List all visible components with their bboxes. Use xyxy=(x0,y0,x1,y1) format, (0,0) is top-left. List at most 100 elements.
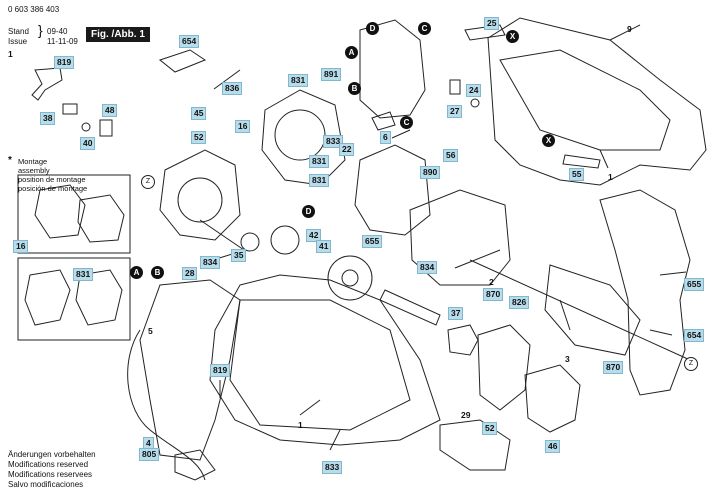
part-label-1-top: 1 xyxy=(608,172,613,182)
marker-x-top: X xyxy=(506,30,519,43)
marker-a-top: A xyxy=(345,46,358,59)
part-label-833: 834 xyxy=(200,256,221,269)
part-label-47: 48 xyxy=(102,104,118,117)
part-label-836: 870 xyxy=(483,288,504,301)
brace-glyph: } xyxy=(38,22,43,38)
part-label-891: 891 xyxy=(321,68,342,81)
inset-box-upper xyxy=(17,174,131,254)
part-27 xyxy=(449,79,461,95)
marker-d-top: D xyxy=(366,22,379,35)
footer-line: Modifications reserved xyxy=(8,460,89,469)
part-24 xyxy=(470,98,480,108)
part-label-655: 655 xyxy=(684,278,705,291)
spindle xyxy=(379,289,441,326)
part-label-4: 6 xyxy=(380,131,391,144)
housing-motor-section xyxy=(229,299,411,431)
part-label-816-inset: 831 xyxy=(73,268,94,281)
bearing-nut xyxy=(270,225,300,255)
inset-part-lower xyxy=(24,269,71,326)
cable-plug xyxy=(174,449,216,481)
marker-b-bottom: B xyxy=(151,266,164,279)
stand-value: 09-40 xyxy=(47,27,68,36)
part-label-22: 22 xyxy=(339,143,355,156)
montage-line: position de montage xyxy=(18,175,86,184)
part-label-16-top: 16 xyxy=(235,120,251,133)
part-label-826: 833 xyxy=(322,461,343,474)
montage-line: assembly xyxy=(18,166,50,175)
montage-line: posición de montage xyxy=(18,184,88,193)
part-label-40: 40 xyxy=(80,137,96,150)
part-label-54: 654 xyxy=(179,35,200,48)
part-54 xyxy=(158,49,207,73)
part-label-53: 55 xyxy=(569,168,585,181)
switch-module xyxy=(359,19,426,119)
part-label-29: 29 xyxy=(461,410,471,420)
marker-z-right: Z xyxy=(684,357,698,371)
inset-part-upper xyxy=(34,184,86,239)
part-label-42: 42 xyxy=(306,229,322,242)
part-label-37: 37 xyxy=(448,307,464,320)
part-label-1-bottom: 1 xyxy=(298,420,303,430)
housing-inner-outline xyxy=(499,49,671,151)
part-40 xyxy=(81,122,91,132)
part-39 xyxy=(62,103,78,115)
footer-line: Änderungen vorbehalten xyxy=(8,450,96,459)
part-label-25: 25 xyxy=(484,17,500,30)
part-label-834: 836 xyxy=(222,82,243,95)
part-38 xyxy=(31,67,63,101)
figure-label: Fig. /Abb. 1 xyxy=(86,27,150,42)
part-label-870: 870 xyxy=(603,361,624,374)
field-housing xyxy=(354,144,431,236)
issue-label: Issue xyxy=(8,37,28,46)
armature xyxy=(544,264,641,356)
part-label-38: 819 xyxy=(54,56,75,69)
footer-line: Modifications reservees xyxy=(8,470,93,479)
bushing xyxy=(447,324,479,356)
part-label: 1 xyxy=(8,49,13,59)
bearing xyxy=(240,232,260,252)
chuck xyxy=(524,364,581,433)
part-label-35: 35 xyxy=(231,249,247,262)
brush-plate-ring xyxy=(177,177,223,223)
part-label-9: 9 xyxy=(627,24,632,34)
inset-box-lower xyxy=(17,257,131,341)
part-label-816-mid: 831 xyxy=(309,155,330,168)
part-4 xyxy=(371,111,396,131)
brush-plate-mid xyxy=(261,89,346,186)
brush-plate-left xyxy=(159,149,241,241)
part-label-27: 27 xyxy=(447,105,463,118)
part-label-48: 52 xyxy=(191,131,207,144)
brush-plate-mid-ring xyxy=(274,109,326,161)
inset-part-upper-b xyxy=(77,194,125,243)
mains-cable xyxy=(127,329,206,481)
part-label-816-top: 831 xyxy=(288,74,309,87)
part-label-805: 805 xyxy=(139,448,160,461)
part-label-831: 834 xyxy=(417,261,438,274)
gear xyxy=(327,255,373,301)
part-label-45: 45 xyxy=(191,107,207,120)
montage-note: Montage assembly position de montage pos… xyxy=(18,157,87,193)
part-47 xyxy=(99,119,113,137)
inset-part-lower-b xyxy=(75,269,123,326)
part-label-52: 52 xyxy=(482,422,498,435)
footer-line: Salvo modificaciones xyxy=(8,480,84,489)
part-label-28: 28 xyxy=(182,267,198,280)
part-label-654: 654 xyxy=(684,329,705,342)
part-label-3: 3 xyxy=(565,354,570,364)
housing-half-left xyxy=(209,274,441,446)
marker-d-mid: D xyxy=(302,205,315,218)
part-label-39: 38 xyxy=(40,112,56,125)
part-label-2: 2 xyxy=(489,277,494,287)
cover-plate xyxy=(439,419,511,471)
marker-c-mid: C xyxy=(400,116,413,129)
doc-number: 0 603 386 403 xyxy=(8,5,60,14)
part-label-41: 41 xyxy=(316,240,332,253)
armature-shaft xyxy=(469,259,691,361)
part-label-816-low: 831 xyxy=(309,174,330,187)
footer-notes: Änderungen vorbehalten Modifications res… xyxy=(8,450,96,490)
stand-label: Stand xyxy=(8,27,29,36)
marker-z-left: Z xyxy=(141,175,155,189)
handle-left xyxy=(139,279,241,461)
part-label-55: 655 xyxy=(362,235,383,248)
